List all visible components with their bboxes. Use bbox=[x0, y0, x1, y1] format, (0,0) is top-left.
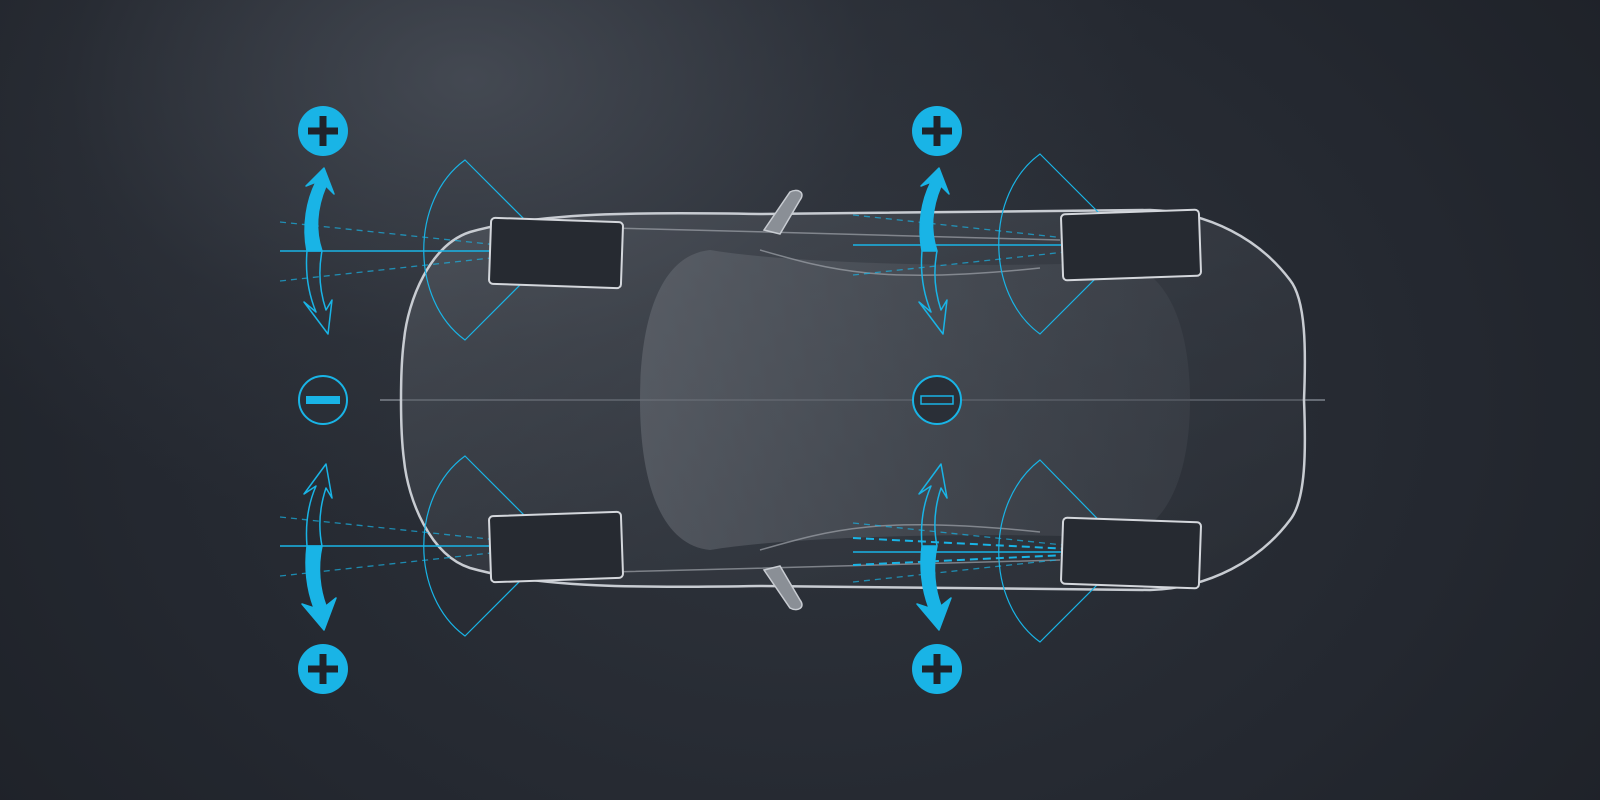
wheel-front-right bbox=[852, 153, 1202, 335]
wheel-rear-right bbox=[852, 459, 1202, 643]
plus-circle-icon[interactable] bbox=[912, 106, 962, 156]
actual-line-1 bbox=[852, 537, 1131, 553]
adjust-arrow-rear-right[interactable] bbox=[916, 463, 952, 631]
mirror-top bbox=[762, 189, 803, 235]
angle-sector bbox=[423, 159, 556, 341]
tire bbox=[488, 216, 624, 290]
adjust-arrow-front-left[interactable] bbox=[303, 167, 335, 335]
adjust-arrow-front-right[interactable] bbox=[918, 167, 950, 335]
plus-circle-icon[interactable] bbox=[298, 644, 348, 694]
neutral-bar-circle-icon[interactable] bbox=[912, 375, 962, 425]
limit-line-upper bbox=[279, 516, 556, 547]
plus-circle-icon[interactable] bbox=[912, 644, 962, 694]
wheel-rear-left bbox=[279, 455, 624, 637]
tire bbox=[1060, 208, 1202, 282]
limit-line-lower bbox=[279, 250, 556, 282]
angle-sector bbox=[423, 455, 556, 637]
adjust-arrow-rear-left[interactable] bbox=[301, 463, 337, 631]
upper-crease bbox=[609, 227, 1061, 277]
plus-circle-icon[interactable] bbox=[298, 106, 348, 156]
angle-sector bbox=[998, 153, 1131, 335]
lower-crease bbox=[609, 523, 1061, 573]
tire bbox=[488, 510, 624, 584]
limit-line-upper bbox=[279, 221, 556, 252]
limit-line-lower bbox=[279, 545, 556, 577]
actual-line-2 bbox=[852, 551, 1131, 566]
wheel-front-left bbox=[279, 159, 624, 341]
mirror-bottom bbox=[762, 565, 803, 611]
minus-circle-icon[interactable] bbox=[298, 375, 348, 425]
angle-sector bbox=[998, 459, 1131, 643]
tire bbox=[1060, 516, 1202, 590]
